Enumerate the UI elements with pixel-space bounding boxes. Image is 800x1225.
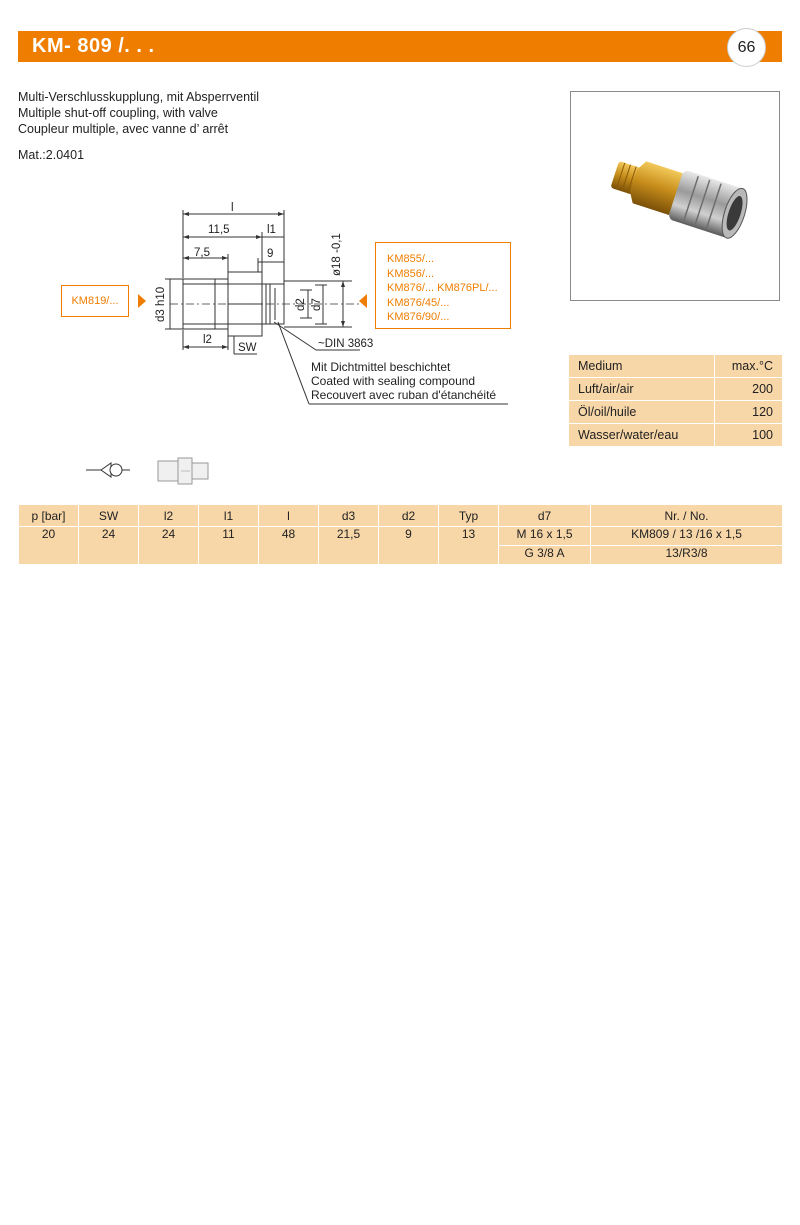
- dim-d18-label: ø18 -0,1: [331, 233, 343, 276]
- description-de: Multi-Verschlusskupplung, mit Absperrven…: [18, 90, 260, 104]
- cell-l2: 24: [138, 526, 199, 565]
- page-title: KM- 809 /. . .: [32, 35, 155, 57]
- cell-d7: G 3/8 A: [498, 545, 591, 565]
- temp-cell: 200: [715, 378, 783, 401]
- col-header: d3: [318, 504, 379, 527]
- table-row: Öl/oil/huile 120: [569, 401, 783, 424]
- temp-cell: 120: [715, 401, 783, 424]
- coating-en: Coated with sealing compound: [311, 374, 476, 388]
- col-header: l2: [138, 504, 199, 527]
- valve-symbol-icon: [86, 462, 130, 478]
- table-row: Luft/air/air 200: [569, 378, 783, 401]
- medium-cell: Wasser/water/eau: [569, 424, 715, 447]
- col-header: p [bar]: [18, 504, 79, 527]
- dim-l1-label: l1: [267, 224, 276, 236]
- dim-sw-label: SW: [238, 342, 257, 354]
- cell-l: 48: [258, 526, 319, 565]
- table-row: 20 24 24 11 48 21,5 9 13 M 16 x 1,5 KM80…: [18, 526, 783, 565]
- coupling-photo-image: [611, 161, 748, 239]
- specification-table: p [bar] SW l2 l1 l d3 d2 Typ d7 Nr. / No…: [18, 504, 783, 565]
- header-bar: KM- 809 /. . .: [18, 31, 782, 62]
- compatible-left-box: KM819/...: [61, 285, 129, 317]
- table-header-row: p [bar] SW l2 l1 l d3 d2 Typ d7 Nr. / No…: [18, 504, 783, 527]
- temperature-table: Medium max.°C Luft/air/air 200 Öl/oil/hu…: [569, 355, 783, 447]
- dim-9-label: 9: [267, 248, 273, 260]
- page-number: 66: [727, 28, 766, 67]
- col-header: d2: [378, 504, 439, 527]
- dim-l-label: l: [231, 202, 234, 214]
- dim-l2-label: l2: [203, 334, 212, 346]
- cell-p: 20: [18, 526, 79, 565]
- dim-11-5-label: 11,5: [208, 224, 230, 236]
- din-label: ~DIN 3863: [318, 338, 373, 350]
- cell-nr: 13/R3/8: [590, 545, 783, 565]
- symbols: [86, 457, 209, 485]
- col-header: l: [258, 504, 319, 527]
- coating-fr: Recouvert avec ruban d'étanchéité: [311, 388, 497, 402]
- ref-item: KM876/... KM876PL/...: [387, 282, 498, 294]
- temp-cell: 100: [715, 424, 783, 447]
- ref-item: KM876/45/...: [387, 296, 450, 309]
- dim-d3-label: d3 h10: [155, 287, 167, 322]
- dim-d7-label: d7: [311, 298, 323, 311]
- ref-item: KM856/...: [387, 267, 435, 280]
- ref-item: KM876/90/...: [387, 311, 450, 323]
- col-header: Typ: [438, 504, 499, 527]
- technical-drawing: l 11,5 l1 7,5 9 l2 SW ~DIN 3863 d3 h10 ø…: [155, 202, 508, 405]
- arrow-right-icon: [138, 294, 146, 308]
- cell-typ: 13: [438, 526, 499, 565]
- coupling-outline-icon: [157, 457, 209, 485]
- product-photo: [570, 91, 780, 301]
- medium-cell: Luft/air/air: [569, 378, 715, 401]
- compatible-right-box: KM855/... KM856/... KM876/... KM876PL/..…: [375, 242, 511, 329]
- col-header: l1: [198, 504, 259, 527]
- cell-d7: M 16 x 1,5: [498, 526, 591, 546]
- col-header: SW: [78, 504, 139, 527]
- medium-cell: Öl/oil/huile: [569, 401, 715, 424]
- description-fr: Coupleur multiple, avec vanne d’ arrêt: [18, 122, 229, 136]
- cell-nr: KM809 / 13 /16 x 1,5: [590, 526, 783, 546]
- description-en: Multiple shut-off coupling, with valve: [18, 106, 218, 120]
- col-header: Nr. / No.: [590, 504, 783, 527]
- table-row: Wasser/water/eau 100: [569, 424, 783, 447]
- ref-item: KM855/...: [387, 253, 435, 265]
- product-description: Multi-Verschlusskupplung, mit Absperrven…: [18, 89, 259, 137]
- header-max-temp: max.°C: [715, 355, 783, 378]
- cell-d3: 21,5: [318, 526, 379, 565]
- coating-note: Mit Dichtmittel beschichtet Coated with …: [311, 360, 496, 402]
- cell-d2: 9: [378, 526, 439, 565]
- header-medium: Medium: [569, 355, 715, 378]
- dim-d2-label: d2: [295, 298, 307, 311]
- coating-de: Mit Dichtmittel beschichtet: [311, 360, 451, 374]
- table-row: G 3/8 A 13/R3/8: [19, 545, 783, 565]
- dim-7-5-label: 7,5: [194, 247, 210, 259]
- cell-sw: 24: [78, 526, 139, 565]
- table-header-row: Medium max.°C: [569, 355, 783, 378]
- arrow-left-icon: [359, 294, 367, 308]
- col-header: d7: [498, 504, 591, 527]
- material-label: Mat.:2.0401: [18, 148, 85, 162]
- cell-l1: 11: [198, 526, 259, 565]
